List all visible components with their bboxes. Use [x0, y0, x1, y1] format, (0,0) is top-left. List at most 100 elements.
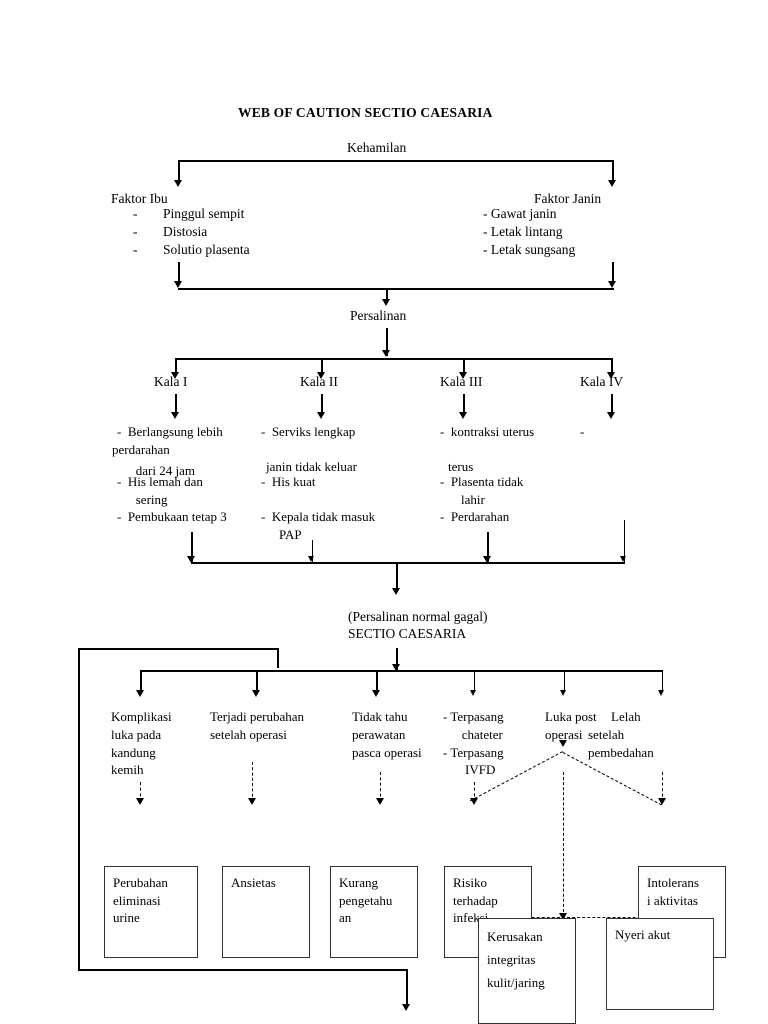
arrowhead-janin-merge	[608, 281, 616, 288]
stage-detail-kala-2-line-3: - His kuat	[261, 474, 316, 489]
connector-cons-5-stem	[662, 670, 664, 692]
stage-detail-kala-2-line-2: janin tidak keluar	[266, 459, 357, 474]
consequence-lelah-line-0: Lelah	[611, 709, 641, 724]
faktor-ibu-bullet-1: -	[133, 224, 138, 239]
connector-sc-merge-bar	[191, 562, 625, 565]
arrowhead-ibu-merge	[174, 281, 182, 288]
connector-kala3-detail	[463, 394, 465, 414]
faktor-ibu-bullet-2: -	[133, 242, 138, 257]
connector-cons-4-stem	[564, 670, 566, 692]
arrowhead-cons-3	[470, 690, 476, 696]
connector-kala3-merge	[487, 532, 489, 562]
diagnosis-kerusakan-line-1: integritas	[487, 951, 536, 967]
diagnosis-box-ansietas[interactable]: Ansietas	[222, 866, 310, 958]
connector-consequence-bus	[140, 670, 663, 672]
connector-kehamilan-split	[178, 160, 614, 162]
arrowhead-kerusakan	[559, 913, 567, 920]
stage-detail-kala-1-line-4: sering	[126, 492, 168, 507]
consequence-tidak-tahu-line-2: pasca operasi	[352, 745, 422, 760]
faktor-ibu-item-1: Distosia	[163, 224, 208, 239]
connector-cons-1-stem	[256, 670, 258, 692]
consequence-terpasang-line-2: - Terpasang	[443, 745, 504, 760]
stage-detail-kala-1-line-2: dari 24 jam	[126, 463, 195, 478]
consequence-terpasang-line-1: chateter	[452, 727, 503, 742]
diagnosis-kerusakan-line-0: Kerusakan	[487, 929, 543, 944]
arrowhead-infeksi	[470, 798, 478, 805]
stage-detail-kala-3-line-2: terus	[448, 459, 474, 474]
arrowhead-luka-post-up	[559, 740, 567, 747]
connector-cons-3-stem	[474, 670, 476, 692]
diagnosis-ansietas-line-0: Ansietas	[231, 875, 276, 890]
diagnosis-box-nyeri-akut[interactable]: Nyeri akut	[606, 918, 714, 1010]
stage-detail-kala-1-line-5: - Pembukaan tetap 3	[117, 509, 227, 524]
stage-detail-kala-2-line-0: - Serviks lengkap	[261, 424, 356, 439]
diagnosis-box-eliminasi-urine[interactable]: Perubahan eliminasi urine	[104, 866, 198, 958]
connector-left-branch-top	[78, 648, 278, 650]
connector-left-branch-bottom	[78, 969, 408, 971]
arrowhead-pengetahuan	[376, 798, 384, 805]
stage-detail-kala-2-line-6: PAP	[266, 527, 302, 542]
consequence-luka-post-line-0: Luka post	[545, 709, 597, 724]
node-sectio-caesaria: SECTIO CAESARIA	[348, 626, 467, 641]
arrowhead-cons-1	[252, 690, 260, 697]
consequence-kandung-kemih-line-0: Komplikasi	[111, 709, 172, 724]
consequence-kandung-kemih-line-3: kemih	[111, 762, 144, 777]
diagnosis-pengetahuan-line-0: Kurang	[339, 875, 378, 890]
arrowhead-kala4-detail	[607, 412, 615, 419]
faktor-janin-item-1: - Letak lintang	[483, 224, 563, 239]
node-persalinan-gagal: (Persalinan normal gagal)	[348, 609, 488, 624]
dashed-connector-kerusakan	[563, 772, 564, 917]
dashed-horizontal-lower	[466, 917, 666, 918]
connector-cons-2-stem	[376, 670, 378, 692]
connector-kala4-detail	[611, 394, 613, 414]
dashed-connector-intoleransi	[662, 772, 663, 802]
diagnosis-pengetahuan-line-1: pengetahu	[339, 892, 393, 908]
arrowhead-kala4-merge	[620, 556, 626, 562]
page-title: WEB OF CAUTION SECTIO CAESARIA	[238, 105, 493, 120]
arrowhead-faktor-janin	[608, 180, 616, 187]
faktor-janin-item-2: - Letak sungsang	[483, 242, 576, 257]
connector-ibu-down	[178, 262, 180, 282]
connector-cons-0-stem	[140, 670, 142, 692]
arrowhead-cons-4	[560, 690, 566, 696]
connector-kala2-stem	[321, 358, 323, 374]
arrowhead-kala1-detail	[171, 412, 179, 419]
connector-janin-down	[612, 262, 614, 282]
arrowhead-kala1-merge	[187, 556, 195, 563]
connector-left-branch-vertical	[78, 648, 80, 970]
connector-kala1-merge	[191, 532, 193, 562]
faktor-ibu-item-0: Pinggul sempit	[163, 206, 245, 221]
stage-label-kala-1: Kala I	[154, 374, 188, 389]
diagnosis-eliminasi-line-0: Perubahan	[113, 875, 168, 890]
stage-label-kala-3: Kala III	[440, 374, 483, 389]
diagnosis-kerusakan-line-2: kulit/jaring	[487, 974, 545, 990]
connector-persalinan-down	[386, 328, 388, 356]
arrowhead-eliminasi	[136, 798, 144, 805]
node-persalinan: Persalinan	[350, 308, 407, 323]
arrowhead-kala3-detail	[459, 412, 467, 419]
faktor-janin-item-0: - Gawat janin	[483, 206, 557, 221]
connector-kala-bar	[175, 358, 612, 360]
diagnosis-box-kerusakan-integritas[interactable]: Kerusakan integritas kulit/jaring	[478, 918, 576, 1024]
dashed-connector-pengetahuan	[380, 772, 381, 802]
consequence-terpasang-line-3: IVFD	[452, 762, 496, 777]
connector-merge-down	[386, 288, 388, 301]
stage-detail-kala-1-line-3: - His lemah dan	[117, 474, 203, 489]
arrowhead-cons-5	[658, 690, 664, 696]
arrowhead-sc-bus	[392, 664, 400, 671]
faktor-janin-heading: Faktor Janin	[534, 191, 602, 206]
diagnosis-box-kurang-pengetahuan[interactable]: Kurang pengetahu an	[330, 866, 418, 958]
consequence-lelah-line-1: setelah	[588, 727, 625, 742]
diagnosis-nyeri-line-0: Nyeri akut	[615, 927, 671, 942]
connector-sc-down	[396, 562, 398, 592]
connector-kala4-merge	[624, 520, 626, 562]
arrowhead-kala2-detail	[317, 412, 325, 419]
arrowhead-faktor-ibu	[174, 180, 182, 187]
stage-detail-kala-3-line-5: - Perdarahan	[440, 509, 510, 524]
dashed-connector-eliminasi	[140, 782, 141, 802]
faktor-ibu-item-2: Solutio plasenta	[163, 242, 250, 257]
stage-detail-kala-1-line-0: - Berlangsung lebih	[117, 424, 223, 439]
connector-left-branch-stem	[277, 648, 279, 668]
arrowhead-ansietas	[248, 798, 256, 805]
